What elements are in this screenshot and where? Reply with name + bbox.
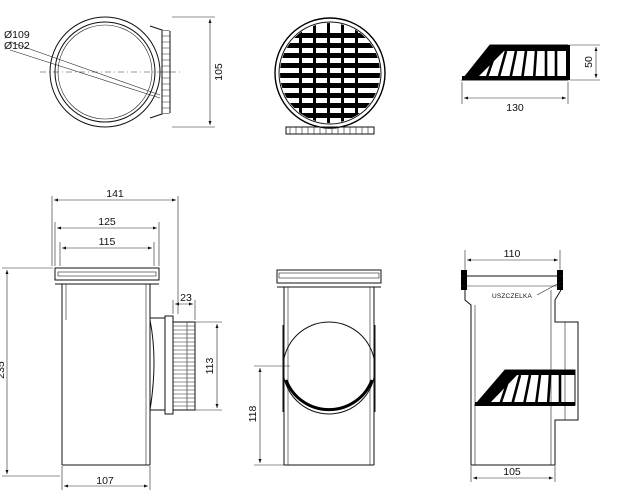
label-branch-depth: 23: [180, 292, 192, 304]
label-grate-width: 130: [506, 102, 524, 114]
label-front-mid-width: 125: [98, 216, 116, 228]
section-view: 110 USZCZELKA 105: [461, 248, 579, 482]
label-grate-height: 50: [583, 56, 595, 68]
label-diameter-inner: Ø102: [4, 40, 30, 52]
grate-side-view: 130 50: [460, 44, 600, 114]
label-side-height: 118: [247, 405, 259, 422]
label-section-bottom-width: 105: [503, 466, 521, 478]
label-branch-height: 113: [204, 357, 216, 374]
end-view-diameters: Ø109 Ø102 105: [4, 16, 225, 128]
label-front-bottom-width: 107: [96, 475, 114, 487]
side-view: 118: [247, 269, 382, 466]
label-top-left-height: 105: [213, 63, 225, 81]
front-view: 141 125 115 23 113 235 107: [0, 188, 222, 490]
label-gasket: USZCZELKA: [492, 293, 533, 300]
label-section-top-width: 110: [504, 248, 521, 260]
grate-top-view: [274, 17, 386, 135]
label-total-height: 235: [0, 361, 7, 379]
label-diameter-outer: Ø109: [4, 29, 30, 41]
label-front-outer-width: 141: [106, 188, 124, 200]
label-front-inner-width: 115: [99, 236, 116, 248]
